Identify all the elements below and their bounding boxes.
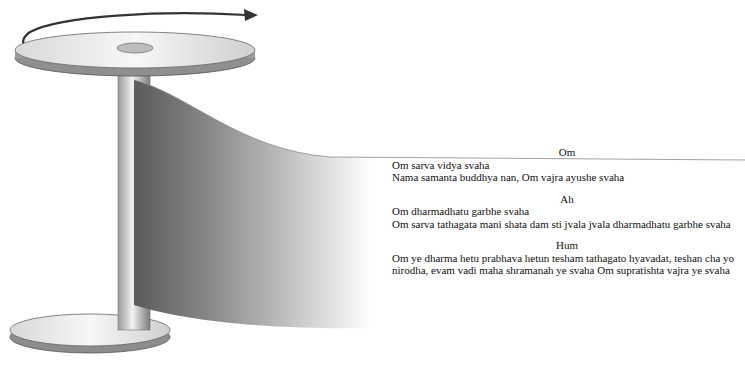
syllable-heading: Om — [392, 146, 742, 159]
mantra-line: Om sarva vidya svaha — [392, 159, 742, 172]
scroll-edge — [134, 80, 745, 160]
mantra-line: Nama samanta buddhya nan, Om vajra ayush… — [392, 171, 742, 184]
top-disk — [15, 32, 255, 68]
hub — [117, 43, 153, 53]
arrow-head — [244, 9, 258, 21]
syllable-heading: Hum — [392, 239, 742, 252]
mantra-line: Om ye dharma hetu prabhava hetun tesham … — [392, 252, 742, 277]
mantra-text: OmOm sarva vidya svahaNama samanta buddh… — [392, 146, 742, 277]
mantra-line: Om sarva tathagata mani shata dam sti jv… — [392, 218, 742, 231]
scroll-band — [134, 80, 745, 328]
syllable-heading: Ah — [392, 193, 742, 206]
mantra-line: Om dharmadhatu garbhe svaha — [392, 205, 742, 218]
